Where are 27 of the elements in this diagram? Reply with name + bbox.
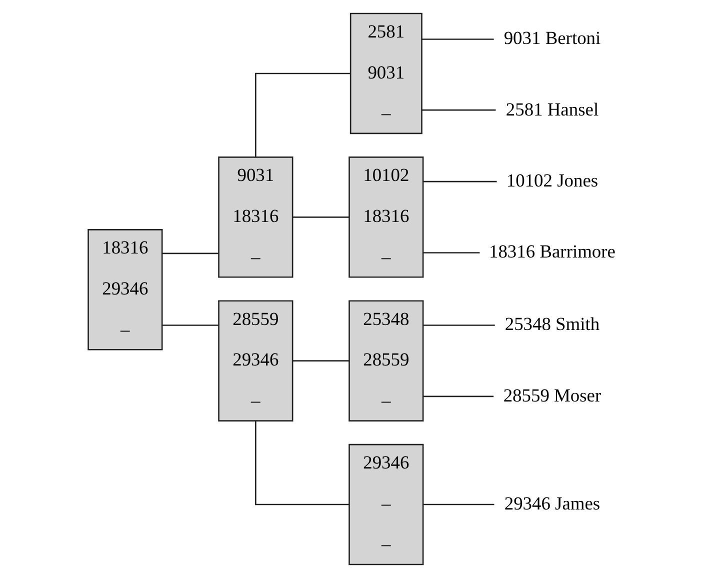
connector bbox=[292, 216, 349, 218]
node-text: 18316 Barrimore bbox=[488, 242, 615, 262]
node-box: 18316 29346 – bbox=[87, 229, 162, 350]
connector bbox=[422, 180, 496, 182]
connector bbox=[421, 109, 496, 111]
connector bbox=[422, 504, 494, 506]
connector bbox=[422, 396, 494, 398]
connector bbox=[254, 72, 350, 158]
connector bbox=[162, 252, 218, 254]
node-text: 29346 James bbox=[504, 493, 600, 514]
node-box: 29346 – – bbox=[348, 444, 424, 566]
node-box: 28559 29346 – bbox=[218, 300, 293, 422]
connector bbox=[162, 324, 218, 326]
node-text: 28559 Moser bbox=[502, 385, 601, 406]
node-box: 9031 18316 – bbox=[218, 156, 293, 278]
node-text: 10102 Jones bbox=[506, 170, 598, 190]
connector bbox=[422, 324, 494, 326]
node-text: 25348 Smith bbox=[504, 314, 600, 334]
connector bbox=[254, 420, 349, 506]
node-box: 25348 28559 – bbox=[348, 300, 424, 422]
node-box: 2581 9031 – bbox=[349, 12, 422, 134]
connector bbox=[421, 38, 494, 40]
node-text: 2581 Hansel bbox=[505, 99, 598, 120]
node-text: 9031 Bertoni bbox=[503, 28, 600, 48]
connector bbox=[292, 360, 349, 362]
connector bbox=[422, 252, 480, 254]
node-box: 10102 18316 – bbox=[348, 156, 424, 278]
